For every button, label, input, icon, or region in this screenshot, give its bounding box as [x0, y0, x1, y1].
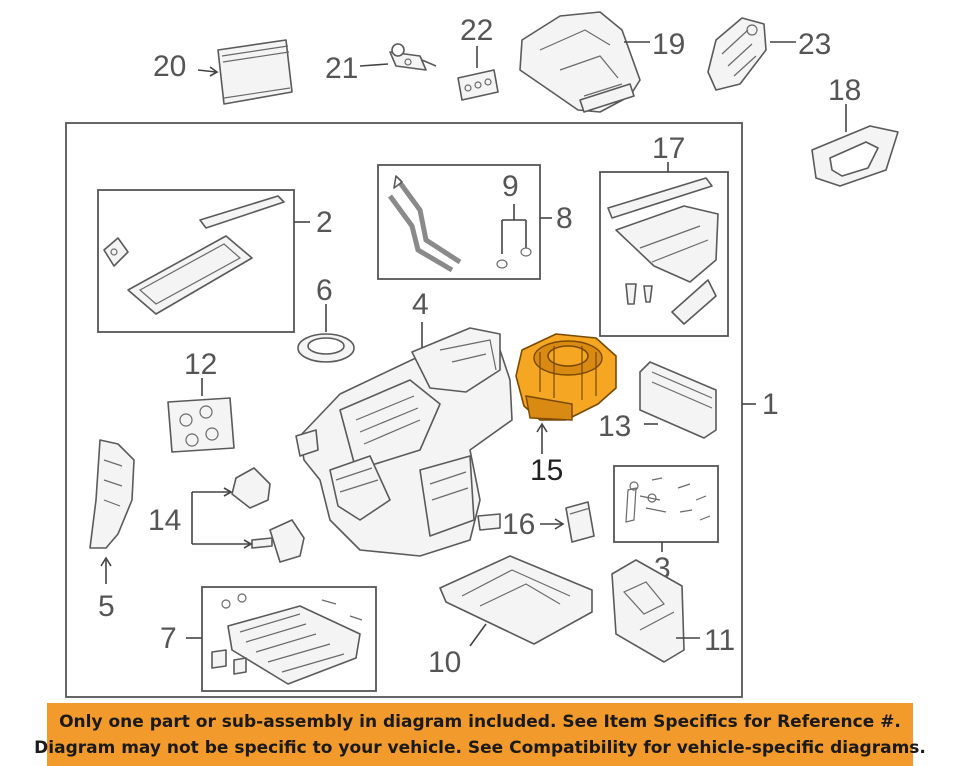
part-3-hardware: [625, 477, 711, 523]
label-17: 17: [652, 132, 685, 165]
part-13-filter-housing: [639, 361, 717, 439]
part-21-pin: [359, 43, 437, 71]
label-21: 21: [325, 52, 358, 85]
label-12: 12: [184, 348, 217, 381]
label-10: 10: [428, 646, 461, 679]
label-18: 18: [828, 74, 861, 107]
box-17: [599, 171, 729, 337]
label-7: 7: [160, 622, 177, 655]
label-16: 16: [502, 508, 535, 541]
box-8: [377, 164, 541, 280]
box-3: [613, 465, 719, 543]
label-5: 5: [98, 590, 115, 623]
part-8-tubes: [387, 175, 462, 273]
box-7: [201, 586, 377, 692]
part-22-plate: [457, 46, 499, 101]
disclaimer-line-1: Only one part or sub-assembly in diagram…: [59, 711, 901, 732]
parts-diagram: 20 21 22 19 23 18 1: [65, 11, 899, 698]
label-9: 9: [502, 170, 519, 203]
label-4: 4: [412, 288, 429, 321]
label-23: 23: [798, 28, 831, 61]
disclaimer-banner: Only one part or sub-assembly in diagram…: [34, 703, 926, 766]
part-12-gasket: [167, 378, 235, 453]
assembly-box: [65, 122, 743, 698]
part-17-door: [607, 177, 719, 325]
label-8: 8: [556, 202, 573, 235]
label-14: 14: [148, 504, 181, 537]
part-20-cabin-filter: [197, 39, 293, 105]
part-18-vent: [811, 104, 899, 187]
disclaimer-line-2: Diagram may not be specific to your vehi…: [34, 737, 926, 758]
box-2: [97, 189, 295, 333]
part-10-lower-case: [439, 555, 593, 647]
part-hvac-housing: [295, 327, 513, 557]
label-22: 22: [460, 14, 493, 47]
part-5-bracket: [89, 439, 135, 584]
part-16-connector: [540, 501, 595, 543]
label-2: 2: [316, 206, 333, 239]
label-20: 20: [153, 50, 186, 83]
part-7-heater-core: [211, 593, 363, 685]
part-14-actuators: [191, 467, 305, 563]
label-13: 13: [598, 410, 631, 443]
part-11-actuator-housing: [611, 559, 700, 663]
part-23-switch: [707, 17, 796, 91]
part-2-seal-kit: [103, 195, 285, 315]
label-11: 11: [704, 624, 735, 657]
label-1: 1: [762, 388, 779, 421]
label-19: 19: [652, 28, 685, 61]
label-15: 15: [530, 454, 563, 487]
part-15-blower-motor-highlighted: [515, 333, 617, 421]
label-6: 6: [316, 274, 333, 307]
part-19-duct: [519, 11, 650, 113]
part-6-seal: [297, 304, 355, 363]
